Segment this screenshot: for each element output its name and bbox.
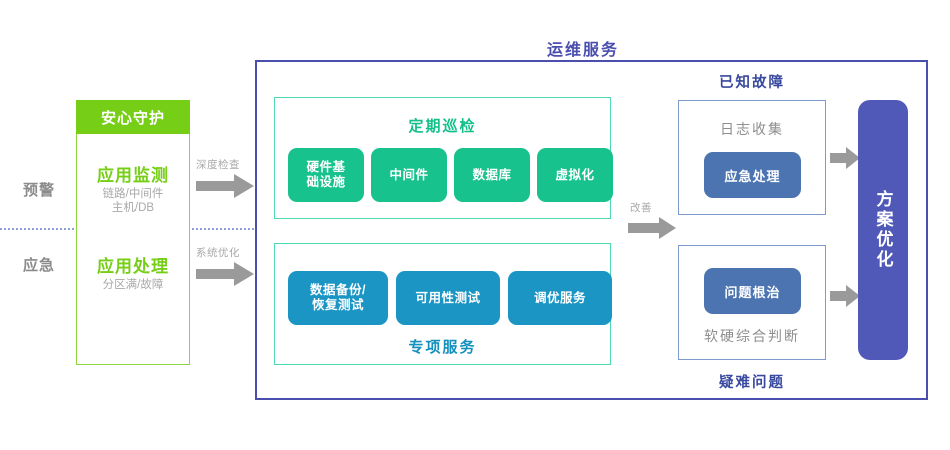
pill-virtualization[interactable]: 虚拟化: [537, 148, 613, 202]
pill-label: 数据库: [472, 167, 512, 182]
axis-label-warning: 预警: [22, 181, 55, 199]
green-panel-header: 安心守护: [76, 100, 190, 134]
right-panel-heading-hard-problem: 疑难问题: [719, 374, 785, 391]
group-title-inspection: 定期巡检: [408, 117, 477, 135]
pill-hardware-infra[interactable]: 硬件基 础设施: [288, 148, 364, 202]
right-arrow-icon: [196, 262, 254, 286]
pill-label: 中间件: [389, 167, 429, 182]
green-section-title-monitor: 应用监测: [97, 165, 169, 185]
pill-middleware[interactable]: 中间件: [371, 148, 447, 202]
right-arrow-icon: [830, 285, 860, 307]
right-panel-label-log-collection: 日志收集: [720, 121, 784, 137]
right-panel-heading-known-fault: 已知故障: [719, 74, 785, 91]
group-title-special-service: 专项服务: [408, 338, 477, 356]
right-panel-pill-root-cause[interactable]: 问题根治: [704, 268, 801, 314]
arrow-label-system-optimize: 系统优化: [196, 247, 240, 259]
green-section-title-handle: 应用处理: [97, 256, 169, 276]
green-section-sub-monitor-line1: 链路/中间件: [102, 188, 164, 200]
pill-availability-test[interactable]: 可用性测试: [396, 271, 500, 325]
pill-tuning-service[interactable]: 调优服务: [508, 271, 612, 325]
pill-database[interactable]: 数据库: [454, 148, 530, 202]
green-guard-panel: [76, 100, 190, 365]
main-title: 运维服务: [547, 42, 620, 59]
pill-label: 虚拟化: [555, 167, 595, 182]
right-arrow-icon: [830, 147, 860, 169]
right-panel-pill-emergency-handling[interactable]: 应急处理: [704, 152, 801, 198]
pill-data-backup-restore[interactable]: 数据备份/ 恢复测试: [288, 271, 388, 325]
pill-label: 硬件基 础设施: [306, 160, 346, 189]
right-arrow-icon: [196, 174, 254, 198]
axis-label-emergency: 应急: [22, 256, 55, 274]
right-panel-hard-problem: [678, 245, 826, 360]
pill-label: 调优服务: [533, 290, 586, 305]
right-arrow-icon: [628, 217, 676, 239]
pill-label: 数据备份/ 恢复测试: [310, 283, 366, 312]
right-panel-label-hw-sw-judgement: 软硬综合判断: [704, 328, 800, 344]
green-section-sub-handle-line1: 分区满/故障: [102, 279, 164, 291]
outcome-bar-solution-optimization[interactable]: 方案优化: [858, 100, 908, 360]
green-section-sub-monitor-line2: 主机/DB: [111, 202, 155, 214]
pill-label: 可用性测试: [415, 290, 481, 305]
arrow-label-improve: 改善: [630, 202, 652, 214]
arrow-label-deep-check: 深度检查: [196, 159, 240, 171]
